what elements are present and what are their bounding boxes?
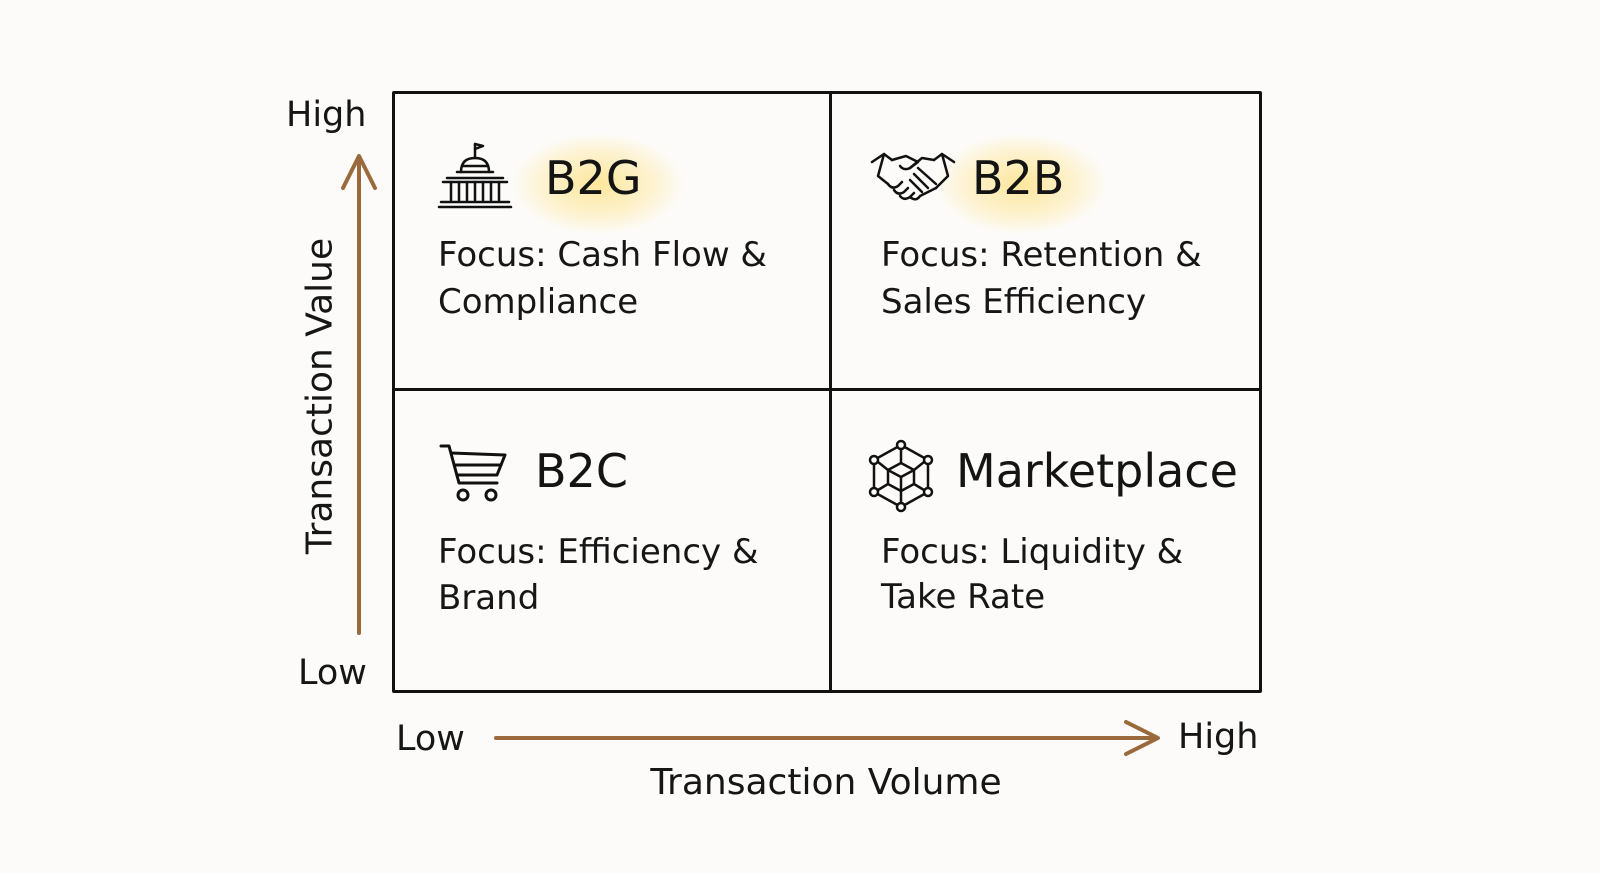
quadrant-focus-line1: Focus: Liquidity & xyxy=(881,532,1184,572)
y-axis-title: Transaction Value xyxy=(299,237,341,555)
vertical-divider xyxy=(829,91,832,693)
quadrant-focus-line2: Brand xyxy=(438,578,540,618)
quadrant-title: Marketplace xyxy=(956,444,1238,498)
title-highlight-glow xyxy=(936,134,1106,234)
quadrant-focus-line2: Take Rate xyxy=(881,577,1046,617)
quadrant-b2g: B2G Focus: Cash Flow & Compliance xyxy=(395,94,828,387)
handshake-icon xyxy=(870,152,956,201)
quadrant-focus-line2: Sales Efficiency xyxy=(881,282,1147,322)
quadrant-focus-line1: Focus: Cash Flow & xyxy=(438,235,767,275)
quadrant-focus-line2: Compliance xyxy=(438,282,639,322)
quadrant-focus-line1: Focus: Efficiency & xyxy=(438,532,759,572)
quadrant-marketplace: Marketplace Focus: Liquidity & Take Rate xyxy=(832,391,1259,690)
x-axis-arrow xyxy=(494,720,1160,756)
y-axis-arrow xyxy=(341,154,377,635)
x-axis-low-label: Low xyxy=(396,719,465,759)
matrix-frame xyxy=(392,91,1262,693)
x-axis-high-label: High xyxy=(1178,717,1259,757)
quadrant-focus-line1: Focus: Retention & xyxy=(881,235,1202,275)
network-cube-icon xyxy=(868,439,934,513)
quadrant-b2c: B2C Focus: Efficiency & Brand xyxy=(395,391,828,690)
government-building-icon xyxy=(437,142,513,209)
horizontal-divider xyxy=(392,388,1262,391)
x-axis-title: Transaction Volume xyxy=(650,762,1002,803)
title-highlight-glow xyxy=(513,134,683,234)
y-axis-high-label: High xyxy=(286,95,367,135)
quadrant-b2b: B2B Focus: Retention & Sales Efficiency xyxy=(832,94,1259,387)
quadrant-title: B2B xyxy=(972,151,1065,205)
quadrant-title: B2C xyxy=(535,444,628,498)
y-axis-low-label: Low xyxy=(298,653,367,693)
shopping-cart-icon xyxy=(439,444,507,502)
quadrant-title: B2G xyxy=(545,151,642,205)
